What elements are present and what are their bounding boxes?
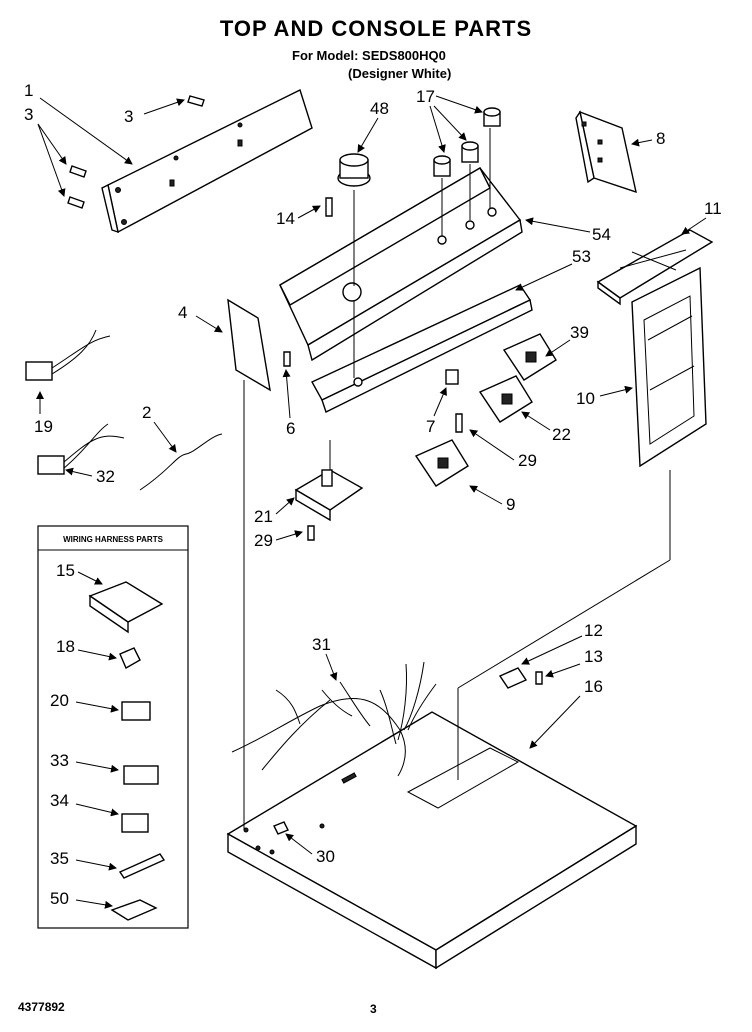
callout-label: 30 <box>316 847 335 866</box>
callout-label: 50 <box>50 889 69 908</box>
callout-label: 6 <box>286 419 295 438</box>
callout-label: 21 <box>254 507 273 526</box>
knob-part <box>433 107 501 177</box>
callout-label: 8 <box>656 129 665 148</box>
inset-title: WIRING HARNESS PARTS <box>63 535 164 544</box>
harness-part <box>25 329 111 381</box>
document-number: 4377892 <box>18 1000 65 1014</box>
wire-part <box>139 433 223 491</box>
callout-label: 17 <box>416 87 435 106</box>
switch-part <box>414 439 469 487</box>
callout-labels: 1 3 3 48 17 8 14 54 11 53 4 39 19 6 10 2 <box>24 81 722 866</box>
callout-label: 31 <box>312 635 331 654</box>
harness-connector-part <box>121 701 151 721</box>
callout-label: 7 <box>426 417 435 436</box>
bracket-part <box>273 821 289 835</box>
control-panel-part <box>575 110 637 194</box>
callout-label: 33 <box>50 751 69 770</box>
screw-part <box>283 351 291 367</box>
callout-label: 4 <box>178 303 187 322</box>
callout-label: 16 <box>584 677 603 696</box>
callout-label: 10 <box>576 389 595 408</box>
callout-label: 22 <box>552 425 571 444</box>
callout-label: 14 <box>276 209 295 228</box>
callout-label: 29 <box>254 531 273 550</box>
page-number: 3 <box>370 1002 377 1016</box>
harness-connector-part <box>123 765 159 785</box>
top-panel-part <box>226 711 638 970</box>
switch-part <box>478 375 533 423</box>
terminal-part <box>118 853 166 879</box>
knob-part <box>337 153 371 187</box>
harness-part <box>231 661 437 777</box>
lint-cover-part <box>596 229 714 306</box>
harness-part <box>37 423 125 475</box>
callout-label: 35 <box>50 849 69 868</box>
screw-part <box>67 95 205 209</box>
callout-label: 2 <box>142 403 151 422</box>
connector-part <box>445 369 459 385</box>
harness-connector-part <box>110 899 158 921</box>
callout-label: 13 <box>584 647 603 666</box>
callout-label: 19 <box>34 417 53 436</box>
console-housing-part <box>279 167 523 362</box>
callout-label: 15 <box>56 561 75 580</box>
rail-part <box>311 284 533 413</box>
lint-screen-part <box>631 266 707 468</box>
callout-label: 53 <box>572 247 591 266</box>
cover-plate-part <box>227 298 271 392</box>
callout-label: 1 <box>24 81 33 100</box>
screw-part <box>535 671 543 685</box>
harness-connector-part <box>121 813 149 833</box>
page-title: TOP AND CONSOLE PARTS <box>219 16 533 41</box>
timer-part <box>294 469 364 522</box>
callout-label: 29 <box>518 451 537 470</box>
callout-label: 34 <box>50 791 69 810</box>
callout-label: 3 <box>24 105 33 124</box>
connection-line <box>243 128 671 830</box>
switch-part <box>502 333 557 381</box>
callout-label: 9 <box>506 495 515 514</box>
harness-connector-part <box>119 647 141 669</box>
callout-label: 11 <box>704 199 722 218</box>
screw-part <box>307 525 315 541</box>
callout-label: 48 <box>370 99 389 118</box>
screw-part <box>455 413 463 433</box>
callout-label: 54 <box>592 225 611 244</box>
screw-part <box>325 197 333 217</box>
callout-label: 39 <box>570 323 589 342</box>
wiring-harness-inset: WIRING HARNESS PARTS 15 18 20 33 34 35 5… <box>37 525 189 929</box>
callout-label: 12 <box>584 621 603 640</box>
callout-label: 32 <box>96 467 115 486</box>
bracket-part <box>101 89 313 234</box>
callout-label: 20 <box>50 691 69 710</box>
callout-label: 18 <box>56 637 75 656</box>
clip-part <box>498 667 528 689</box>
color-line: (Designer White) <box>348 66 452 81</box>
callout-label: 3 <box>124 107 133 126</box>
model-line: For Model: SEDS800HQ0 <box>292 48 446 63</box>
